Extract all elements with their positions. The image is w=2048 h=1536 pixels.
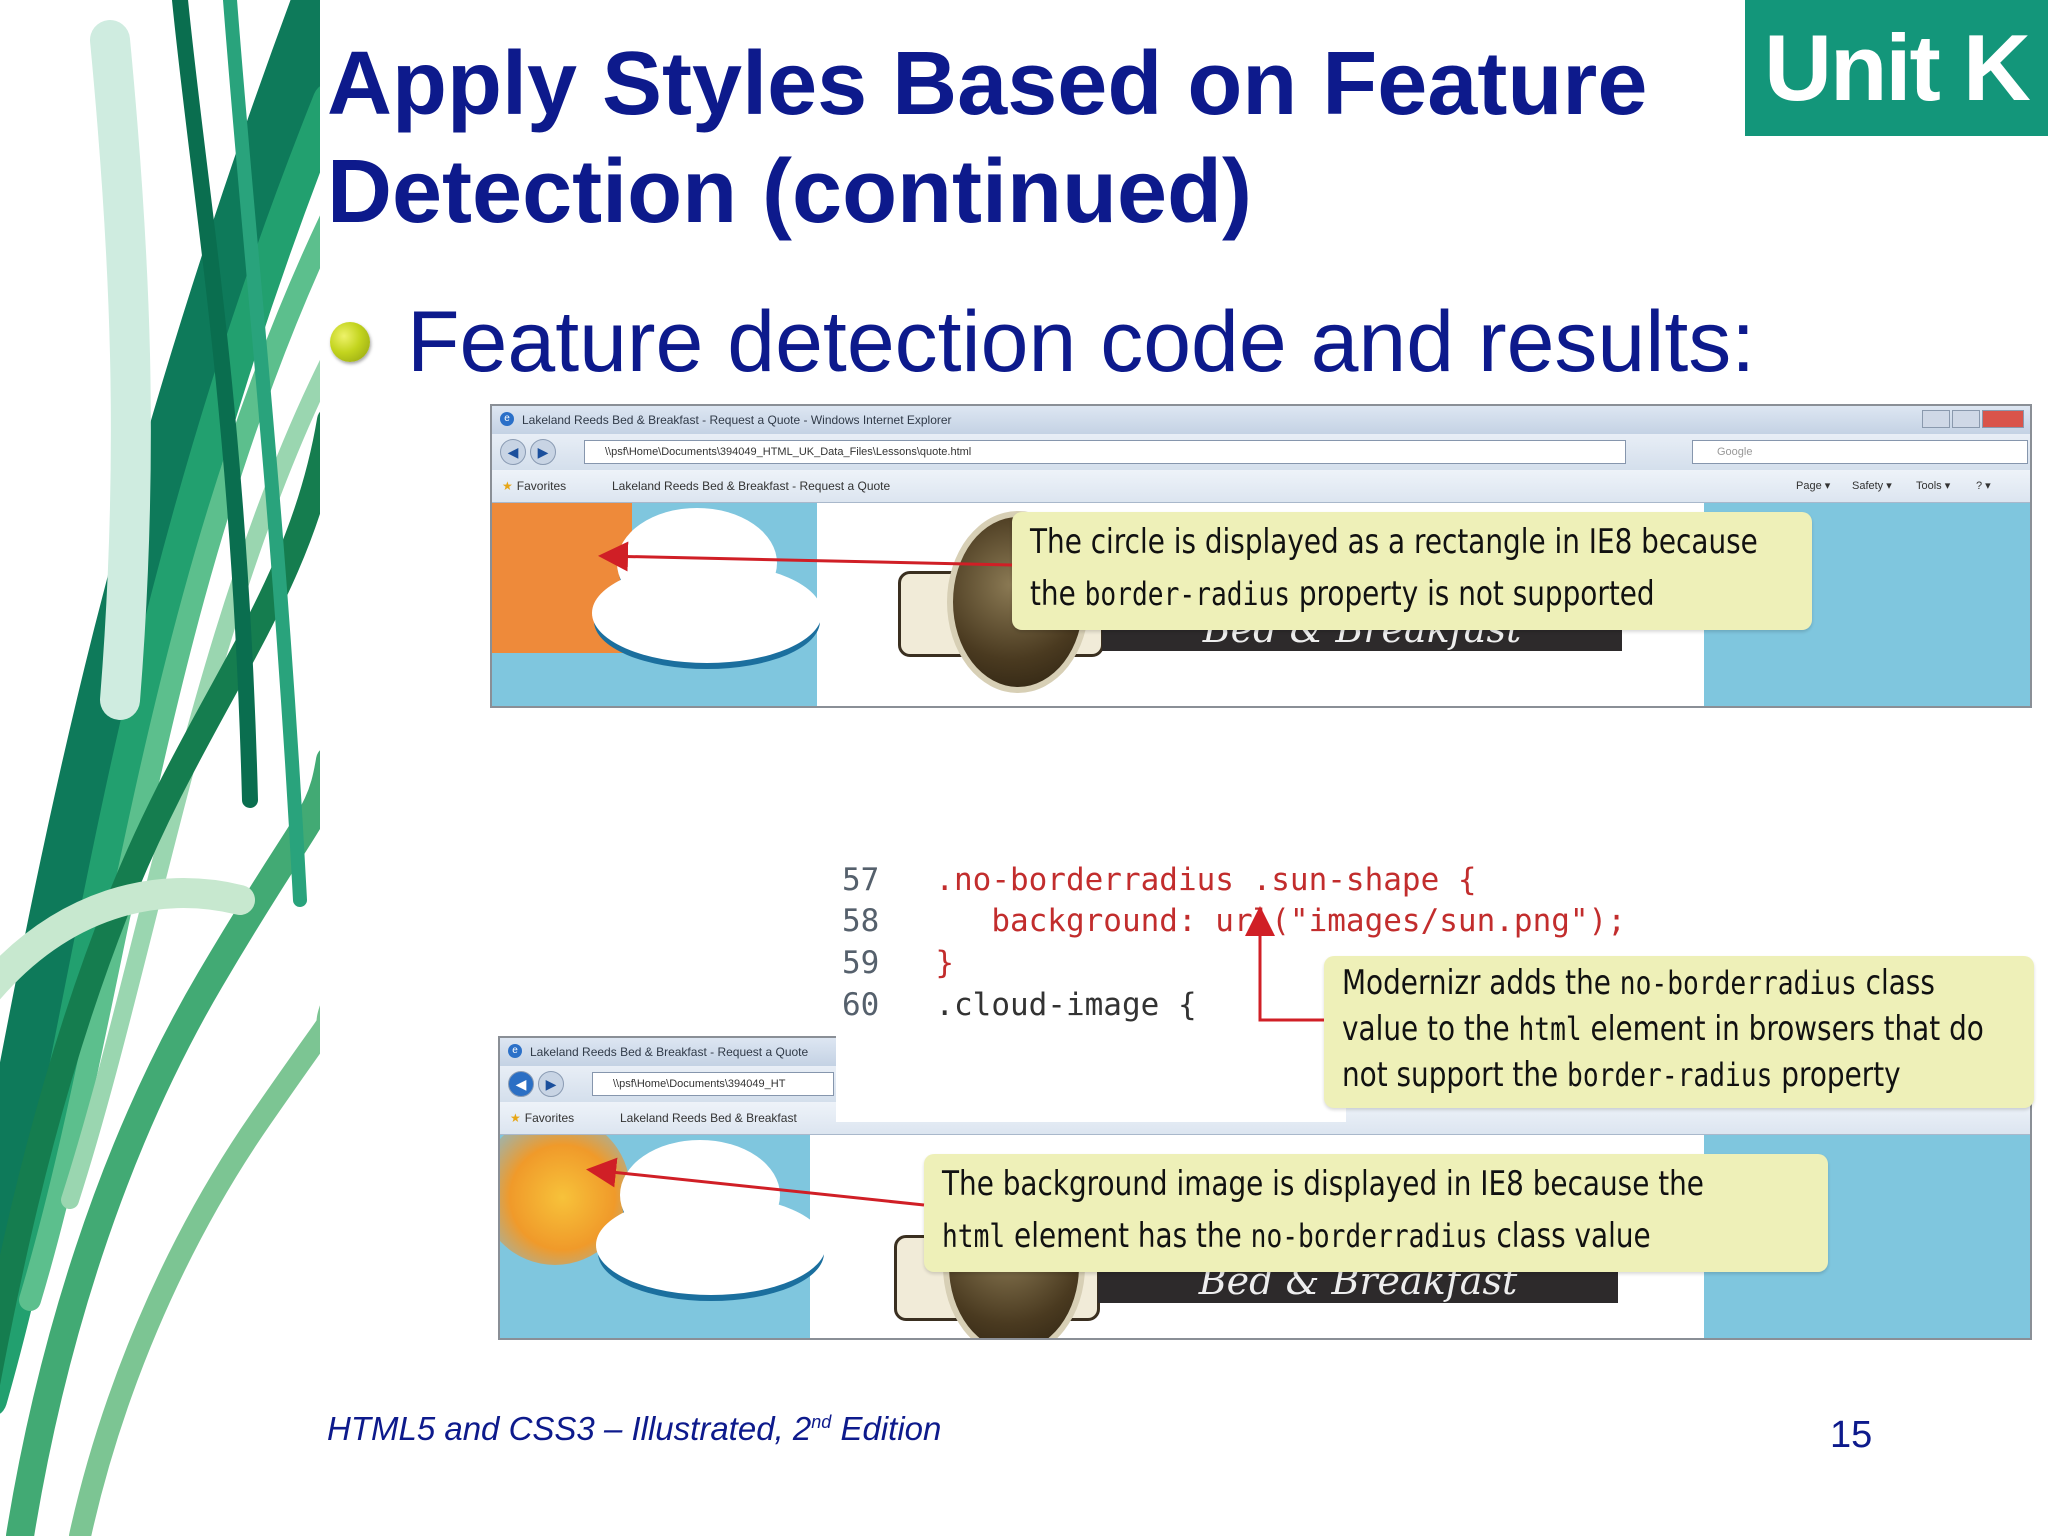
code-line: 58 background: url("images/sun.png"); (842, 903, 1626, 939)
favorites-bar: ★Favorites Lakeland Reeds Bed & Breakfas… (492, 470, 2030, 503)
code-listing: 57 .no-borderradius .sun-shape { 58 back… (836, 852, 1626, 1122)
star-icon: ★ (510, 1111, 521, 1125)
minimize-icon[interactable] (1922, 410, 1950, 428)
code-line: 60 .cloud-image { (842, 987, 1197, 1023)
ie-icon: e (508, 1044, 522, 1058)
footer-book-title: HTML5 and CSS3 – Illustrated, 2nd Editio… (327, 1410, 942, 1447)
code-line: 59 } (842, 945, 954, 981)
address-input[interactable]: \\psf\Home\Documents\394049_HTML_UK_Data… (584, 440, 1626, 464)
window-title: Lakeland Reeds Bed & Breakfast - Request… (522, 413, 952, 427)
ie-icon: e (500, 412, 514, 426)
slide-title: Apply Styles Based on Feature Detection … (327, 34, 1648, 242)
favorites-button[interactable]: ★Favorites (502, 479, 567, 493)
search-input[interactable]: Google (1692, 440, 2028, 464)
maximize-icon[interactable] (1952, 410, 1980, 428)
command-help[interactable]: ? ▾ (1976, 480, 1991, 492)
favorites-button[interactable]: ★Favorites (510, 1111, 575, 1125)
callout-modernizr: Modernizr adds the no-borderradius class… (1324, 956, 2034, 1108)
bullet-icon (330, 322, 370, 362)
cloud-part (596, 1195, 826, 1295)
back-icon[interactable]: ◀ (508, 1071, 534, 1097)
command-safety[interactable]: Safety ▾ (1852, 480, 1892, 492)
cloud-part (592, 563, 822, 663)
window-title: Lakeland Reeds Bed & Breakfast - Request… (530, 1045, 809, 1059)
callout-rectangle: The circle is displayed as a rectangle i… (1012, 512, 1812, 630)
tab-current[interactable]: Lakeland Reeds Bed & Breakfast (620, 1111, 797, 1125)
forward-icon[interactable]: ▶ (530, 439, 556, 465)
close-icon[interactable] (1982, 410, 2024, 428)
code-line: 57 .no-borderradius .sun-shape { (842, 862, 1477, 898)
star-icon: ★ (502, 479, 513, 493)
forward-icon[interactable]: ▶ (538, 1071, 564, 1097)
callout-background: The background image is displayed in IE8… (924, 1154, 1828, 1272)
command-page[interactable]: Page ▾ (1796, 480, 1831, 492)
address-bar: ◀ ▶ \\psf\Home\Documents\394049_HTML_UK_… (492, 434, 2030, 470)
tab-current[interactable]: Lakeland Reeds Bed & Breakfast - Request… (612, 479, 891, 493)
unit-badge: Unit K (1745, 0, 2048, 136)
window-titlebar: e Lakeland Reeds Bed & Breakfast - Reque… (492, 406, 2030, 434)
bullet-text: Feature detection code and results: (407, 294, 1756, 390)
address-input[interactable]: \\psf\Home\Documents\394049_HT (592, 1072, 834, 1096)
command-tools[interactable]: Tools ▾ (1916, 480, 1951, 492)
back-icon[interactable]: ◀ (500, 439, 526, 465)
window-controls (1922, 410, 2024, 428)
page-number: 15 (1830, 1414, 1873, 1456)
decorative-stripes (0, 0, 320, 1536)
